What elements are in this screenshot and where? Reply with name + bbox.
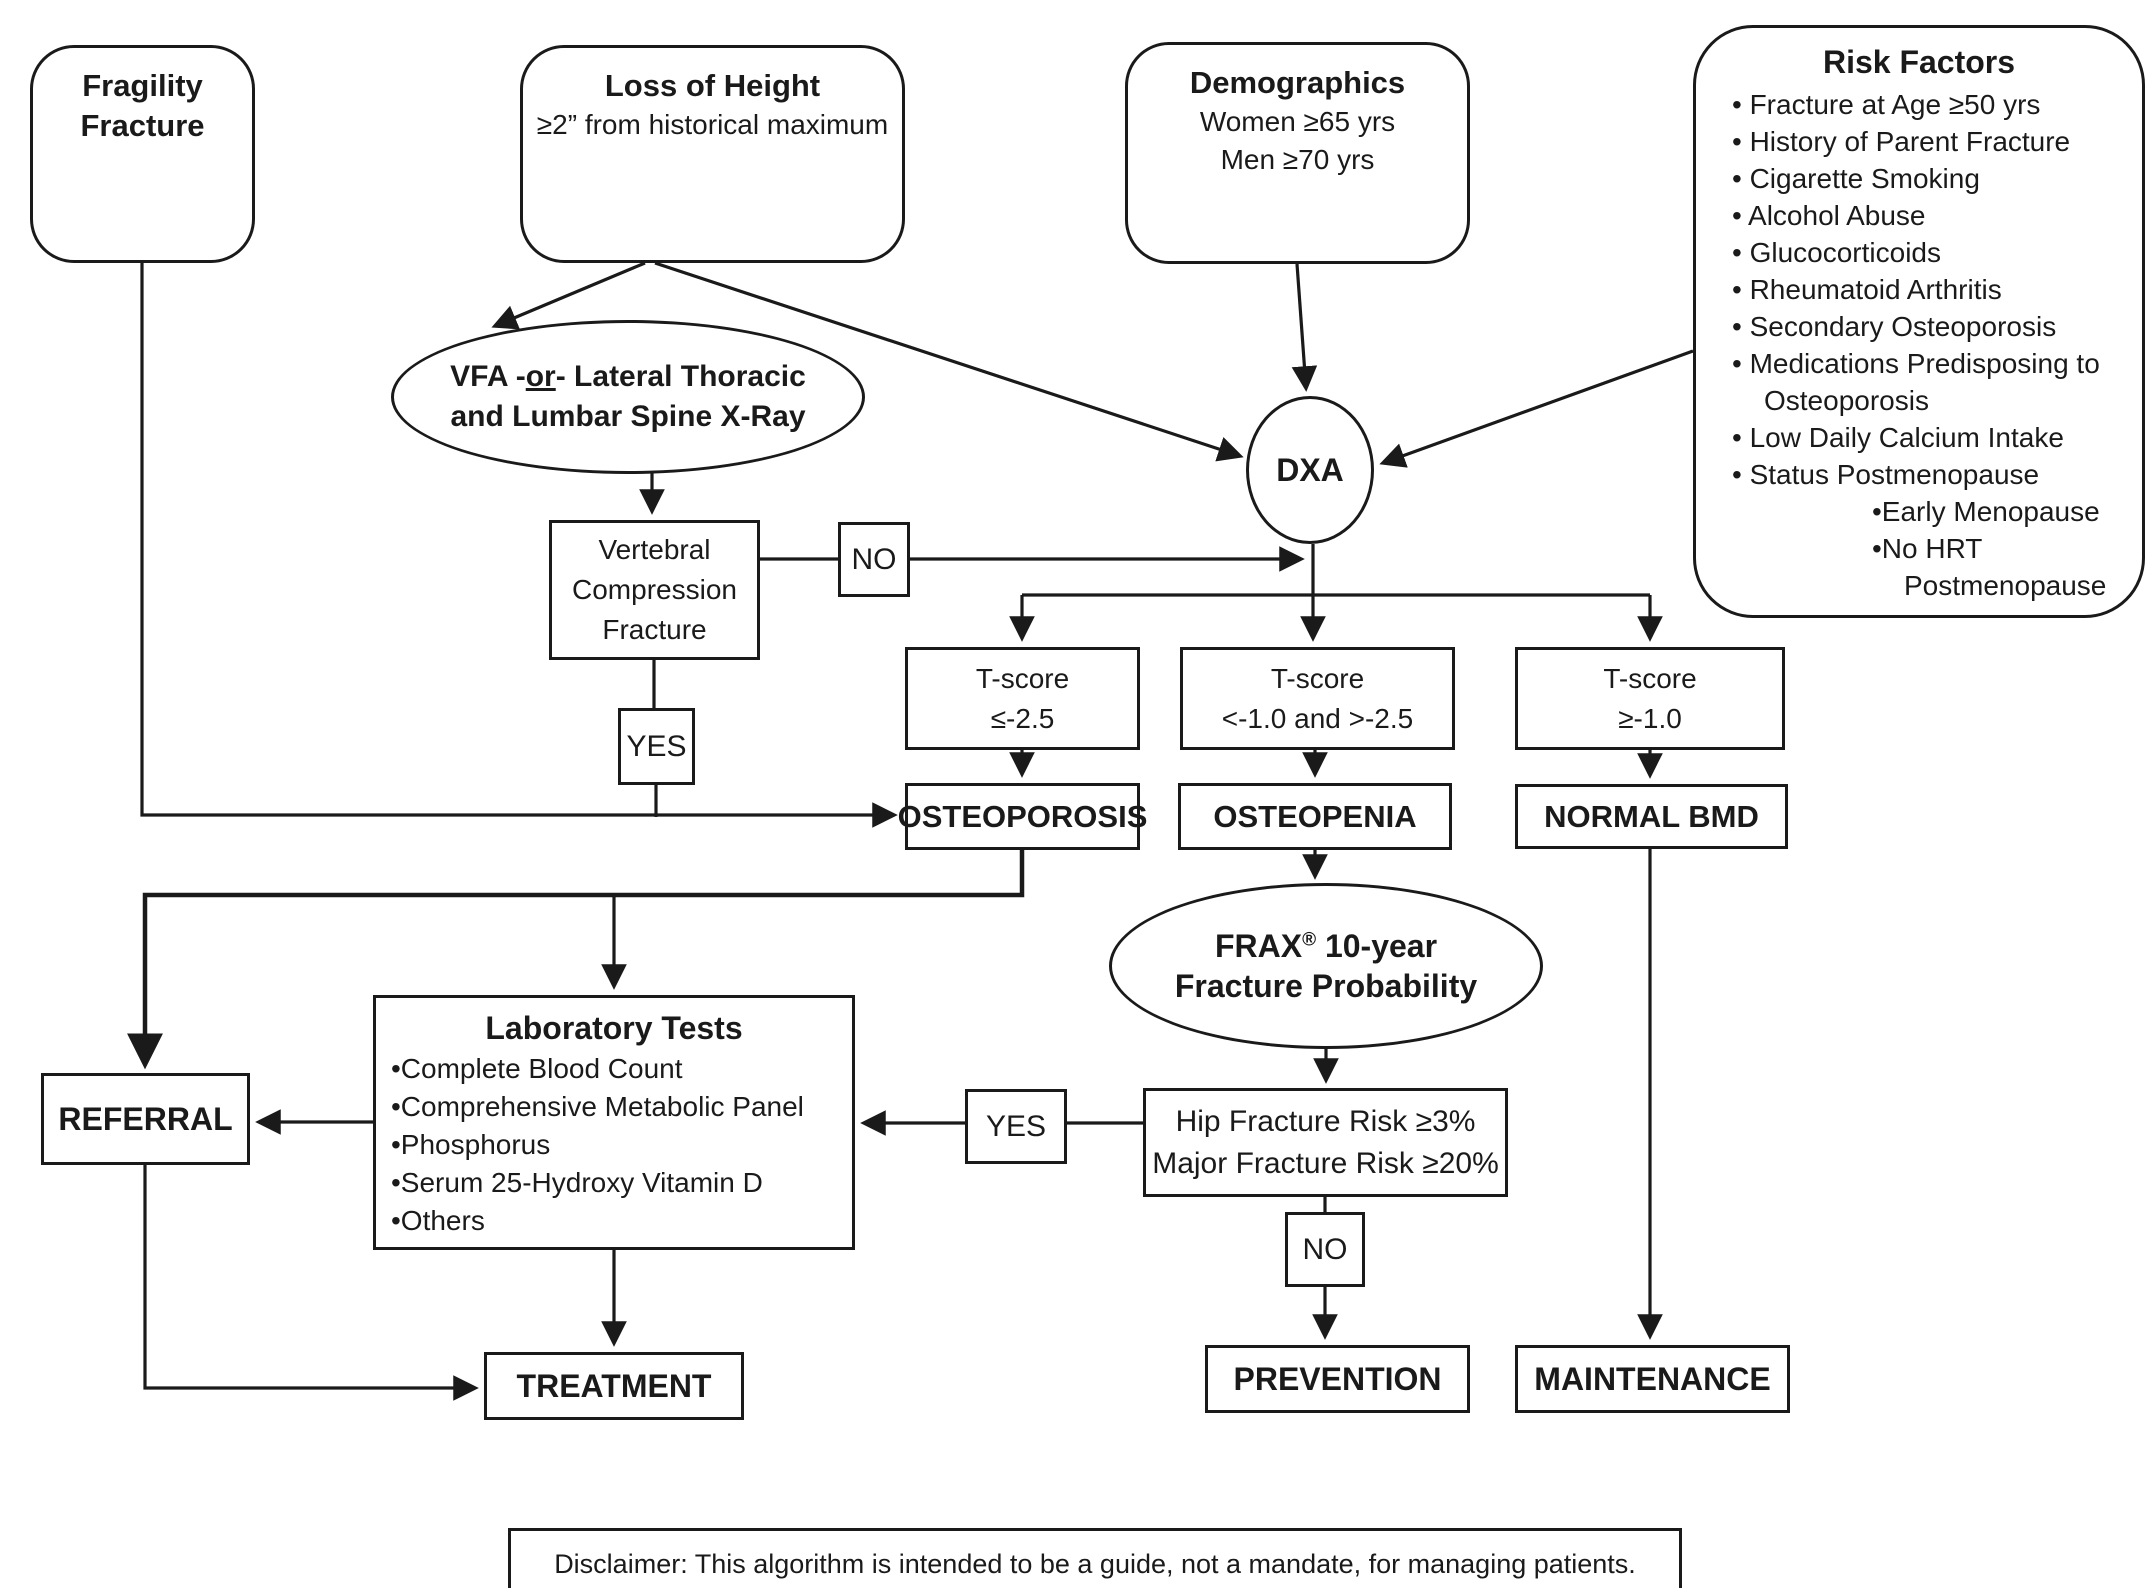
loss-of-height-subtitle: ≥2” from historical maximum (536, 109, 889, 140)
risk-factor-item: • Secondary Osteoporosis (1732, 311, 2057, 342)
vfa-xray-ellipse: VFA -or- Lateral Thoracic and Lumbar Spi… (391, 320, 865, 474)
frax-name: FRAX (1214, 928, 1303, 964)
loss-of-height-title: Loss of Height (604, 68, 821, 103)
osteoporosis-box: OSTEOPOROSIS (898, 783, 1147, 850)
tscore-low-box: T-score ≤-2.5 (905, 647, 1140, 750)
lab-test-item: •Serum 25-Hydroxy Vitamin D (391, 1167, 763, 1198)
demographics-title: Demographics (1189, 65, 1406, 100)
demographics-women: Women ≥65 yrs (1199, 106, 1396, 137)
vfa-xray-line2: and Lumbar Spine X-Ray (450, 400, 806, 433)
risk-factor-item: • Alcohol Abuse (1732, 200, 1926, 231)
lab-test-item: •Complete Blood Count (391, 1053, 683, 1084)
risk-factor-item: • Fracture at Age ≥50 yrs (1732, 89, 2041, 120)
disclaimer-box: Disclaimer: This algorithm is intended t… (508, 1528, 1682, 1588)
maintenance-label: MAINTENANCE (1534, 1361, 1771, 1397)
hip-risk-line1: Hip Fracture Risk ≥3% (1175, 1104, 1476, 1138)
vfa-pre: VFA - (450, 360, 526, 393)
tscore-mid-line1: T-score (1270, 662, 1365, 694)
laboratory-tests-title: Laboratory Tests (485, 1010, 743, 1046)
connector-demographics-to-dxa (1291, 263, 1318, 392)
normal-bmd-box: NORMAL BMD (1515, 784, 1788, 849)
normal-bmd-label: NORMAL BMD (1544, 798, 1759, 834)
connector-lossheight-to-vfa (491, 261, 646, 330)
prevention-label: PREVENTION (1233, 1361, 1442, 1397)
risk-factor-item: • Rheumatoid Arthritis (1732, 274, 2002, 305)
frax-ellipse: FRAX® 10-year Fracture Probability (1109, 883, 1543, 1049)
tscore-mid-line2: <-1.0 and >-2.5 (1221, 702, 1414, 734)
frax-10year: 10-year (1316, 928, 1438, 964)
yes-left-box: YES (618, 708, 695, 785)
yes-right-box: YES (965, 1089, 1067, 1164)
connector-fragility-to-osteoporosis (140, 263, 898, 828)
tscore-high-line1: T-score (1603, 662, 1697, 694)
frax-line1: FRAX® 10-year (1215, 926, 1437, 966)
demographics-men: Men ≥70 yrs (1220, 144, 1375, 175)
risk-factor-item: • Low Daily Calcium Intake (1732, 422, 2064, 453)
lab-test-item: •Others (391, 1205, 485, 1236)
treatment-label: TREATMENT (516, 1368, 712, 1404)
vfa-or: or (525, 360, 556, 393)
risk-factor-item: • Glucocorticoids (1732, 237, 1941, 268)
lab-test-item: •Comprehensive Metabolic Panel (391, 1091, 804, 1122)
risk-factor-subitem: •No HRT Postmenopause (1872, 533, 2107, 601)
hip-fracture-risk-box: Hip Fracture Risk ≥3% Major Fracture Ris… (1143, 1088, 1508, 1197)
laboratory-tests-list: •Complete Blood Count •Comprehensive Met… (351, 1048, 877, 1240)
vfa-post: - Lateral Thoracic (555, 360, 806, 393)
demographics-box: Demographics Women ≥65 yrs Men ≥70 yrs (1125, 42, 1470, 264)
vertebral-compression-fracture-label: Vertebral Compression Fracture (572, 534, 737, 645)
risk-factor-item: • History of Parent Fracture (1732, 126, 2071, 157)
disclaimer-text: Disclaimer: This algorithm is intended t… (554, 1549, 1636, 1588)
risk-factor-subitem: •Early Menopause (1872, 496, 2100, 527)
prevention-box: PREVENTION (1205, 1345, 1470, 1413)
vfa-xray-line1: VFA -or- Lateral Thoracic (450, 357, 806, 397)
connector-referral-to-treatment (143, 1165, 479, 1401)
lab-test-item: •Phosphorus (391, 1129, 551, 1160)
osteopenia-box: OSTEOPENIA (1178, 783, 1452, 850)
risk-factors-title: Risk Factors (1822, 44, 2016, 80)
yes-right-label: YES (985, 1109, 1047, 1143)
referral-label: REFERRAL (58, 1101, 233, 1137)
connector-lossheight-to-dxa (654, 261, 1244, 462)
vertebral-compression-fracture-box: Vertebral Compression Fracture (549, 520, 760, 660)
maintenance-box: MAINTENANCE (1515, 1345, 1790, 1413)
tscore-mid-box: T-score <-1.0 and >-2.5 (1180, 647, 1455, 750)
connector-osteoporosis-to-referral (127, 850, 1025, 1070)
no-bottom-box: NO (1285, 1212, 1365, 1287)
frax-line2: Fracture Probability (1174, 968, 1478, 1004)
no-top-box: NO (838, 522, 910, 597)
frax-registered-mark: ® (1302, 929, 1317, 951)
tscore-high-box: T-score ≥-1.0 (1515, 647, 1785, 750)
no-bottom-label: NO (1302, 1232, 1348, 1266)
laboratory-tests-box: Laboratory Tests •Complete Blood Count •… (373, 995, 855, 1250)
fragility-fracture-box: Fragility Fracture (30, 45, 255, 263)
dxa-label: DXA (1276, 452, 1344, 488)
tscore-high-line2: ≥-1.0 (1618, 702, 1682, 734)
osteopenia-label: OSTEOPENIA (1213, 798, 1417, 834)
tscore-low-line1: T-score (975, 662, 1070, 694)
yes-left-label: YES (626, 729, 687, 763)
dxa-circle: DXA (1246, 396, 1374, 544)
risk-factors-box: Risk Factors • Fracture at Age ≥50 yrs •… (1693, 25, 2145, 618)
osteoporosis-label: OSTEOPOROSIS (897, 798, 1148, 834)
connector-riskfactors-to-dxa (1379, 349, 1694, 468)
risk-factor-item: • Cigarette Smoking (1732, 163, 1980, 194)
loss-of-height-box: Loss of Height ≥2” from historical maxim… (520, 45, 905, 263)
risk-factor-item: • Status Postmenopause (1732, 459, 2040, 490)
treatment-box: TREATMENT (484, 1352, 744, 1420)
hip-risk-line2: Major Fracture Risk ≥20% (1152, 1146, 1499, 1180)
no-top-label: NO (851, 542, 897, 576)
referral-box: REFERRAL (41, 1073, 250, 1165)
risk-factor-item: • Medications Predisposing to Osteoporos… (1732, 348, 2100, 416)
risk-factors-list: • Fracture at Age ≥50 yrs • History of P… (1646, 82, 2148, 604)
fragility-fracture-label: Fragility Fracture (80, 68, 205, 143)
tscore-low-line2: ≤-2.5 (990, 702, 1055, 734)
